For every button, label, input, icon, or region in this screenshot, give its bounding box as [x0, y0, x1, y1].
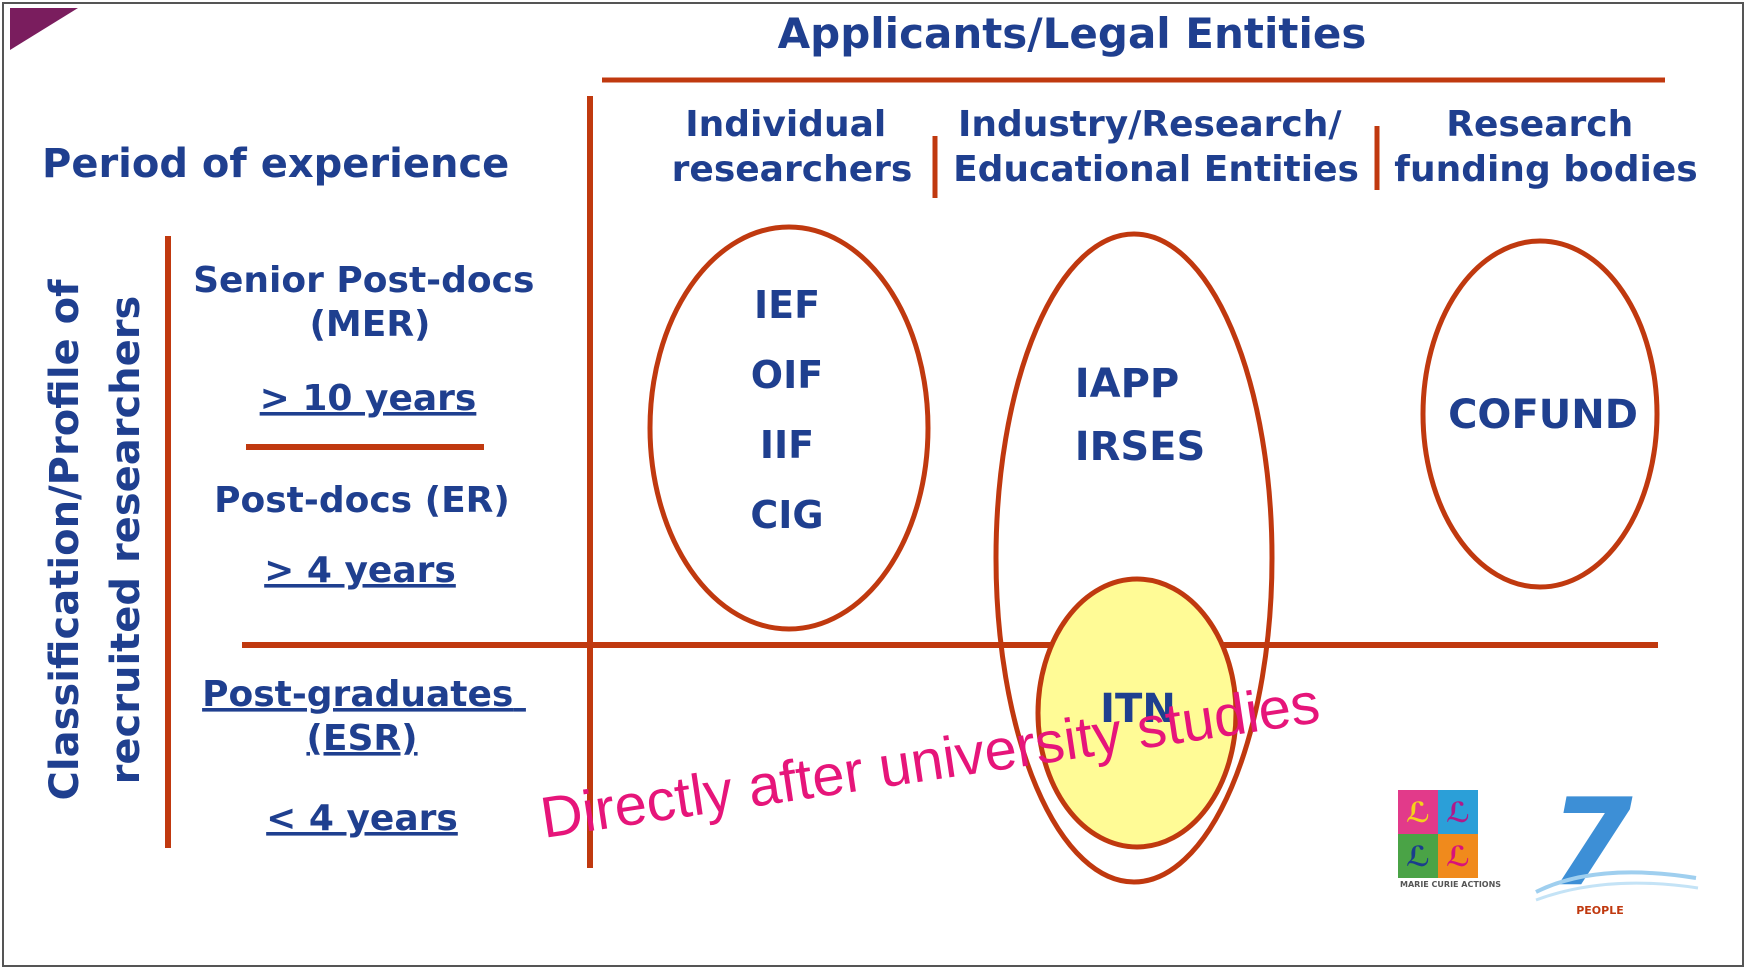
individual-programs-ellipse: [647, 224, 931, 632]
program-ief: IEF: [754, 283, 820, 327]
column-individual-line-2: researchers: [672, 149, 913, 190]
program-itn: ITN: [1100, 686, 1176, 732]
postgrad-title: Post-graduates (ESR): [202, 674, 526, 759]
postdoc-years: > 4 years: [264, 550, 456, 591]
side-label-group: Classification/Profile of recruited rese…: [42, 279, 149, 801]
fp7-label: PEOPLE: [1576, 904, 1624, 917]
side-label-line-2-text: recruited researchers: [103, 296, 149, 785]
program-cofund: COFUND: [1448, 392, 1638, 438]
program-irses: IRSES: [1075, 424, 1206, 470]
fp7-people-logo: 7 PEOPLE: [1535, 774, 1699, 917]
marie-curie-label: MARIE CURIE ACTIONS: [1400, 880, 1501, 889]
senior-title: Senior Post-docs (MER): [193, 260, 547, 345]
logo-glyph-4: ℒ: [1446, 840, 1470, 873]
senior-title-line-2: (MER): [309, 304, 430, 345]
postdoc-title: Post-docs (ER): [214, 480, 510, 521]
fp7-swoosh-2: [1535, 881, 1699, 902]
fp7-swoosh: [1535, 870, 1697, 894]
fp7-number: 7: [1549, 774, 1633, 913]
program-oif: OIF: [751, 353, 823, 397]
column-industry-line-2: Educational Entities: [953, 149, 1359, 190]
logo-square-pink: [1398, 790, 1438, 834]
program-iapp: IAPP: [1075, 361, 1179, 407]
postgrad-years: < 4 years: [266, 798, 458, 839]
itn-ellipse: [1035, 576, 1239, 850]
corner-accent: [10, 8, 78, 50]
period-label: Period of experience: [42, 141, 509, 187]
column-individual-heading: Individual researchers: [672, 104, 913, 190]
side-label-line-1-text: Classification/Profile of: [42, 279, 88, 801]
logo-glyph-1: ℒ: [1406, 796, 1430, 829]
header-title: Applicants/Legal Entities: [778, 9, 1367, 58]
column-funding-line-2: funding bodies: [1394, 149, 1697, 190]
program-cig: CIG: [750, 493, 823, 537]
postgrad-title-line-2: (ESR): [306, 718, 417, 759]
logo-square-green: [1398, 834, 1438, 878]
column-industry-line-1: Industry/Research/: [958, 104, 1342, 145]
senior-years: > 10 years: [260, 378, 477, 419]
postgrad-title-line-1: Post-graduates: [202, 674, 513, 715]
logo-square-orange: [1438, 834, 1478, 878]
logo-glyph-3: ℒ: [1406, 840, 1430, 873]
column-industry-heading: Industry/Research/ Educational Entities: [953, 104, 1359, 190]
logo-caption-bar: [1398, 878, 1488, 888]
column-funding-heading: Research funding bodies: [1394, 104, 1697, 190]
marie-curie-logo: ℒ ℒ ℒ ℒ MARIE CURIE ACTIONS: [1398, 790, 1501, 889]
funding-programs-ellipse: [1420, 238, 1660, 590]
industry-programs-ellipse-outline: [994, 232, 1274, 884]
logo-glyph-2: ℒ: [1446, 796, 1470, 829]
program-iif: IIF: [760, 423, 814, 467]
column-funding-line-1: Research: [1446, 104, 1633, 145]
logo-square-blue: [1438, 790, 1478, 834]
senior-title-line-1: Senior Post-docs: [193, 260, 534, 301]
column-individual-line-1: Individual: [685, 104, 886, 145]
